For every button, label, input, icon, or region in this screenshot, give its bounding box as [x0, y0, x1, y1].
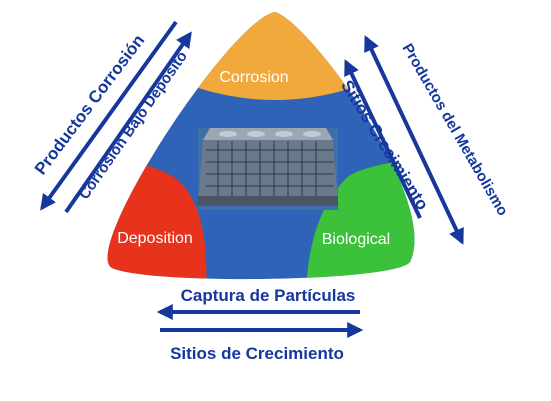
- right-arrow: [364, 35, 464, 245]
- bottom-top-label: Captura de Partículas: [181, 286, 356, 305]
- cooling-tower-image: [198, 128, 338, 210]
- biological-label: Biological: [322, 231, 390, 248]
- deposition-label: Deposition: [117, 230, 193, 247]
- bottom-bottom-label: Sitios de Crecimiento: [170, 344, 344, 363]
- left-outer-label: Productos Corrosión: [31, 31, 148, 178]
- left-outer-arrow: [40, 20, 178, 211]
- right-inner-arrow: [344, 59, 422, 219]
- corrosion-label: Corrosion: [219, 69, 288, 86]
- left-inner-arrow: [64, 31, 192, 214]
